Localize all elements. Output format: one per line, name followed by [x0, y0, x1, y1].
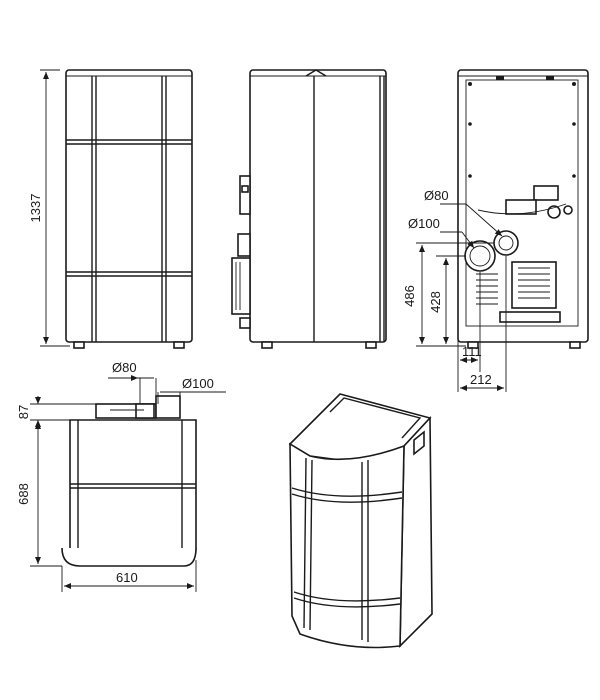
rear-view [457, 69, 589, 349]
dimension-610: 610 [61, 560, 197, 592]
fan-housing [511, 261, 557, 309]
dimension-outlet-80: Ø80 [424, 188, 503, 237]
screw-icon [572, 82, 576, 86]
dimension-688: 688 [16, 422, 62, 567]
dimension-428: 428 [428, 255, 466, 344]
top-view [61, 395, 197, 567]
front-view [65, 69, 193, 349]
dimension-top-80: Ø80 [108, 360, 157, 404]
dimension-label-outlet-80: Ø80 [424, 188, 449, 203]
dimension-label-212: 212 [470, 372, 492, 387]
dimension-1337: 1337 [28, 69, 70, 347]
air-inlet-100 [464, 240, 496, 272]
side-view [231, 69, 387, 349]
isometric-view [288, 393, 433, 649]
dimension-212: 212 [457, 256, 507, 392]
dimension-111: 111 [457, 272, 482, 372]
dimension-label-428: 428 [428, 291, 443, 313]
dimension-label-top-100: Ø100 [182, 376, 214, 391]
dimension-label-87: 87 [16, 405, 31, 419]
dimension-label-610: 610 [116, 570, 138, 585]
dimension-label-inlet-100: Ø100 [408, 216, 440, 231]
dimension-label-1337: 1337 [28, 194, 43, 223]
dimension-inlet-100: Ø100 [408, 216, 475, 249]
dimension-top-100: Ø100 [157, 376, 226, 404]
dimension-486: 486 [402, 242, 494, 347]
flue-outlet-80 [493, 230, 519, 256]
dimension-label-top-80: Ø80 [112, 360, 137, 375]
dimension-label-111: 111 [462, 344, 482, 359]
dimension-label-486: 486 [402, 285, 417, 307]
dimension-label-688: 688 [16, 483, 31, 505]
screw-icon [468, 82, 472, 86]
